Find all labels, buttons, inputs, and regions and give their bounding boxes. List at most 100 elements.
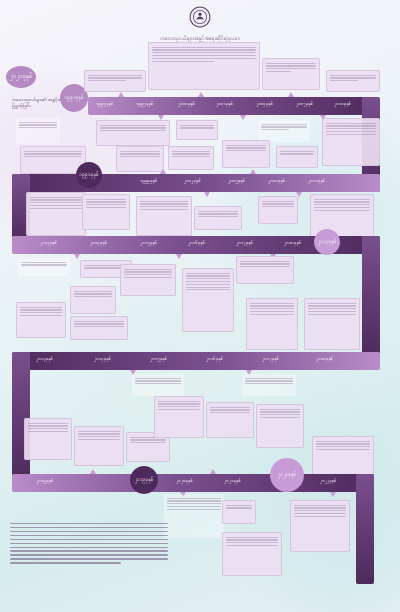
timeline-note bbox=[164, 494, 224, 538]
timeline-note bbox=[116, 146, 164, 172]
timeline-marker bbox=[210, 469, 216, 474]
timeline-connector-left4 bbox=[12, 352, 30, 482]
timeline-bar-row1 bbox=[88, 97, 378, 115]
timeline-bar-row4 bbox=[12, 352, 380, 370]
timeline-note bbox=[194, 206, 242, 230]
timeline-note bbox=[258, 120, 310, 142]
timeline-note bbox=[168, 146, 214, 170]
timeline-note bbox=[84, 70, 146, 92]
year-label: ၁၉၉၃ခုနှစ် bbox=[96, 102, 114, 107]
year-label: ၂၀၁၅ခုနှစ် bbox=[150, 357, 167, 362]
intro-date-badge: ၂၀၂၁ခုနှစ် bbox=[6, 66, 36, 88]
year-label: ၂၀၀၁ခုနှစ် bbox=[216, 102, 233, 107]
year-label: ၂၀၁၈ခုနှစ် bbox=[284, 241, 301, 246]
timeline-marker bbox=[118, 92, 124, 97]
timeline-note bbox=[176, 120, 218, 140]
timeline-marker bbox=[180, 492, 186, 497]
year-label: ၂၀၂၀ခုနှစ် bbox=[176, 479, 193, 484]
timeline-marker bbox=[74, 254, 80, 259]
timeline-note bbox=[222, 532, 282, 576]
timeline-marker bbox=[198, 92, 204, 97]
timeline-note bbox=[154, 396, 204, 438]
year-label: ၂၀၀၅ခုနှစ် bbox=[228, 179, 245, 184]
year-label: ၂၀၁၄ခုနှစ် bbox=[94, 357, 111, 362]
timeline-note bbox=[258, 196, 298, 224]
timeline-note bbox=[132, 374, 184, 396]
timeline-bar-row3 bbox=[12, 236, 380, 254]
timeline-note bbox=[24, 418, 72, 460]
year-label: ၂၀၁၅ခုနှစ် bbox=[140, 241, 157, 246]
timeline-note bbox=[26, 192, 86, 236]
timeline-note bbox=[82, 194, 130, 230]
timeline-note bbox=[16, 118, 60, 144]
year-label: ၂၀၁၃ခုနှစ် bbox=[36, 357, 53, 362]
year-label: ၂၀၂၂ခုနှစ် bbox=[320, 479, 337, 484]
timeline-connector-right5 bbox=[356, 474, 374, 584]
timeline-note bbox=[70, 286, 116, 314]
year-label: ၂၀၁၇ခုနှစ် bbox=[236, 241, 253, 246]
year-label: ၂၀၀၄ခုနှစ် bbox=[256, 102, 273, 107]
timeline-circle-label: ၁၉၉၁ခုနှစ် bbox=[64, 94, 84, 101]
timeline-note bbox=[206, 402, 254, 438]
timeline-circle-2: ၁၉၉၁ခုနှစ် bbox=[76, 162, 102, 188]
timeline-note bbox=[256, 404, 304, 448]
timeline-note bbox=[242, 374, 296, 396]
timeline-marker bbox=[250, 169, 256, 174]
year-label: ၂၀၁၇ခုနှစ် bbox=[262, 357, 279, 362]
timeline-circle-1: ၁၉၉၁ခုနှစ် bbox=[60, 84, 88, 112]
timeline-circle-label: ၂၀၁၄ခုနှစ် bbox=[317, 238, 337, 245]
timeline-marker bbox=[90, 469, 96, 474]
year-label: ၂၀၁၉ခုနှစ် bbox=[36, 479, 53, 484]
year-label: ၂၀၁၆ခုနှစ် bbox=[206, 357, 223, 362]
timeline-note bbox=[322, 118, 380, 166]
timeline-note bbox=[16, 302, 66, 338]
timeline-circle-3: ၂၀၁၄ခုနှစ် bbox=[314, 229, 340, 255]
footer-paragraph bbox=[10, 520, 168, 566]
page-title: ကလေးသူငယ်များအခွင့်အရေးဆိုင်ရာဥပဒေ bbox=[160, 36, 240, 42]
timeline-note bbox=[80, 260, 132, 278]
year-label: ၁၉၉၉ခုနှစ် bbox=[140, 179, 158, 184]
year-label: ၂၀၁၆ခုနှစ် bbox=[188, 241, 205, 246]
timeline-marker bbox=[204, 192, 210, 197]
timeline-marker bbox=[330, 492, 336, 497]
timeline-marker bbox=[246, 370, 252, 375]
timeline-note bbox=[290, 500, 350, 552]
timeline-note bbox=[20, 146, 86, 174]
timeline-note bbox=[312, 436, 374, 476]
year-label: ၂၀၁၁ခုနှစ် bbox=[308, 179, 325, 184]
timeline-note bbox=[120, 264, 176, 296]
timeline-note bbox=[96, 120, 170, 146]
timeline-marker bbox=[296, 192, 302, 197]
timeline-circle-4: ၂၀၁၉ခုနှစ် bbox=[130, 466, 158, 494]
year-label: ၁၉၉၇ခုနှစ် bbox=[136, 102, 154, 107]
year-label: ၂၀၀၀ခုနှစ် bbox=[178, 102, 195, 107]
year-label: ၂၀၁၀ခုနှစ် bbox=[334, 102, 351, 107]
timeline-note bbox=[246, 298, 298, 350]
year-label: ၂၀၁၃ခုနှစ် bbox=[40, 241, 57, 246]
timeline-bar-row2 bbox=[12, 174, 380, 192]
header: ကလေးသူငယ်များအခွင့်အရေးဆိုင်ရာဥပဒေ bbox=[0, 6, 400, 43]
intro-text: ကလေးသူငယ်များ၏ အခွင့်အရေးဆိုင်ရာ ဥပဒေ ပြ… bbox=[12, 98, 91, 109]
timeline-note bbox=[222, 500, 256, 524]
year-label: ၂၀၀၈ခုနှစ် bbox=[268, 179, 285, 184]
timeline-note bbox=[74, 426, 124, 466]
timeline-marker bbox=[320, 115, 326, 120]
timeline-note bbox=[276, 146, 318, 168]
timeline-note bbox=[70, 316, 128, 340]
timeline-note bbox=[326, 70, 380, 92]
state-seal-icon bbox=[189, 6, 211, 28]
year-label: ၂၀၁၈ခုနှစ် bbox=[316, 357, 333, 362]
timeline-circle-label: ၁၉၉၁ခုနှစ် bbox=[79, 171, 99, 178]
timeline-connector-right3 bbox=[362, 236, 380, 356]
timeline-note bbox=[136, 196, 192, 236]
timeline-marker bbox=[240, 115, 246, 120]
year-label: ၂၀၀၇ခုနှစ် bbox=[296, 102, 313, 107]
timeline-marker bbox=[160, 169, 166, 174]
timeline-note bbox=[148, 42, 260, 90]
timeline-circle-label: ၂၀၁၉ခုနှစ် bbox=[134, 476, 154, 483]
timeline-connector-left2 bbox=[12, 174, 30, 244]
year-label: ၂၀၁၄ခုနှစ် bbox=[90, 241, 107, 246]
timeline-marker bbox=[158, 115, 164, 120]
timeline-note bbox=[182, 268, 234, 332]
